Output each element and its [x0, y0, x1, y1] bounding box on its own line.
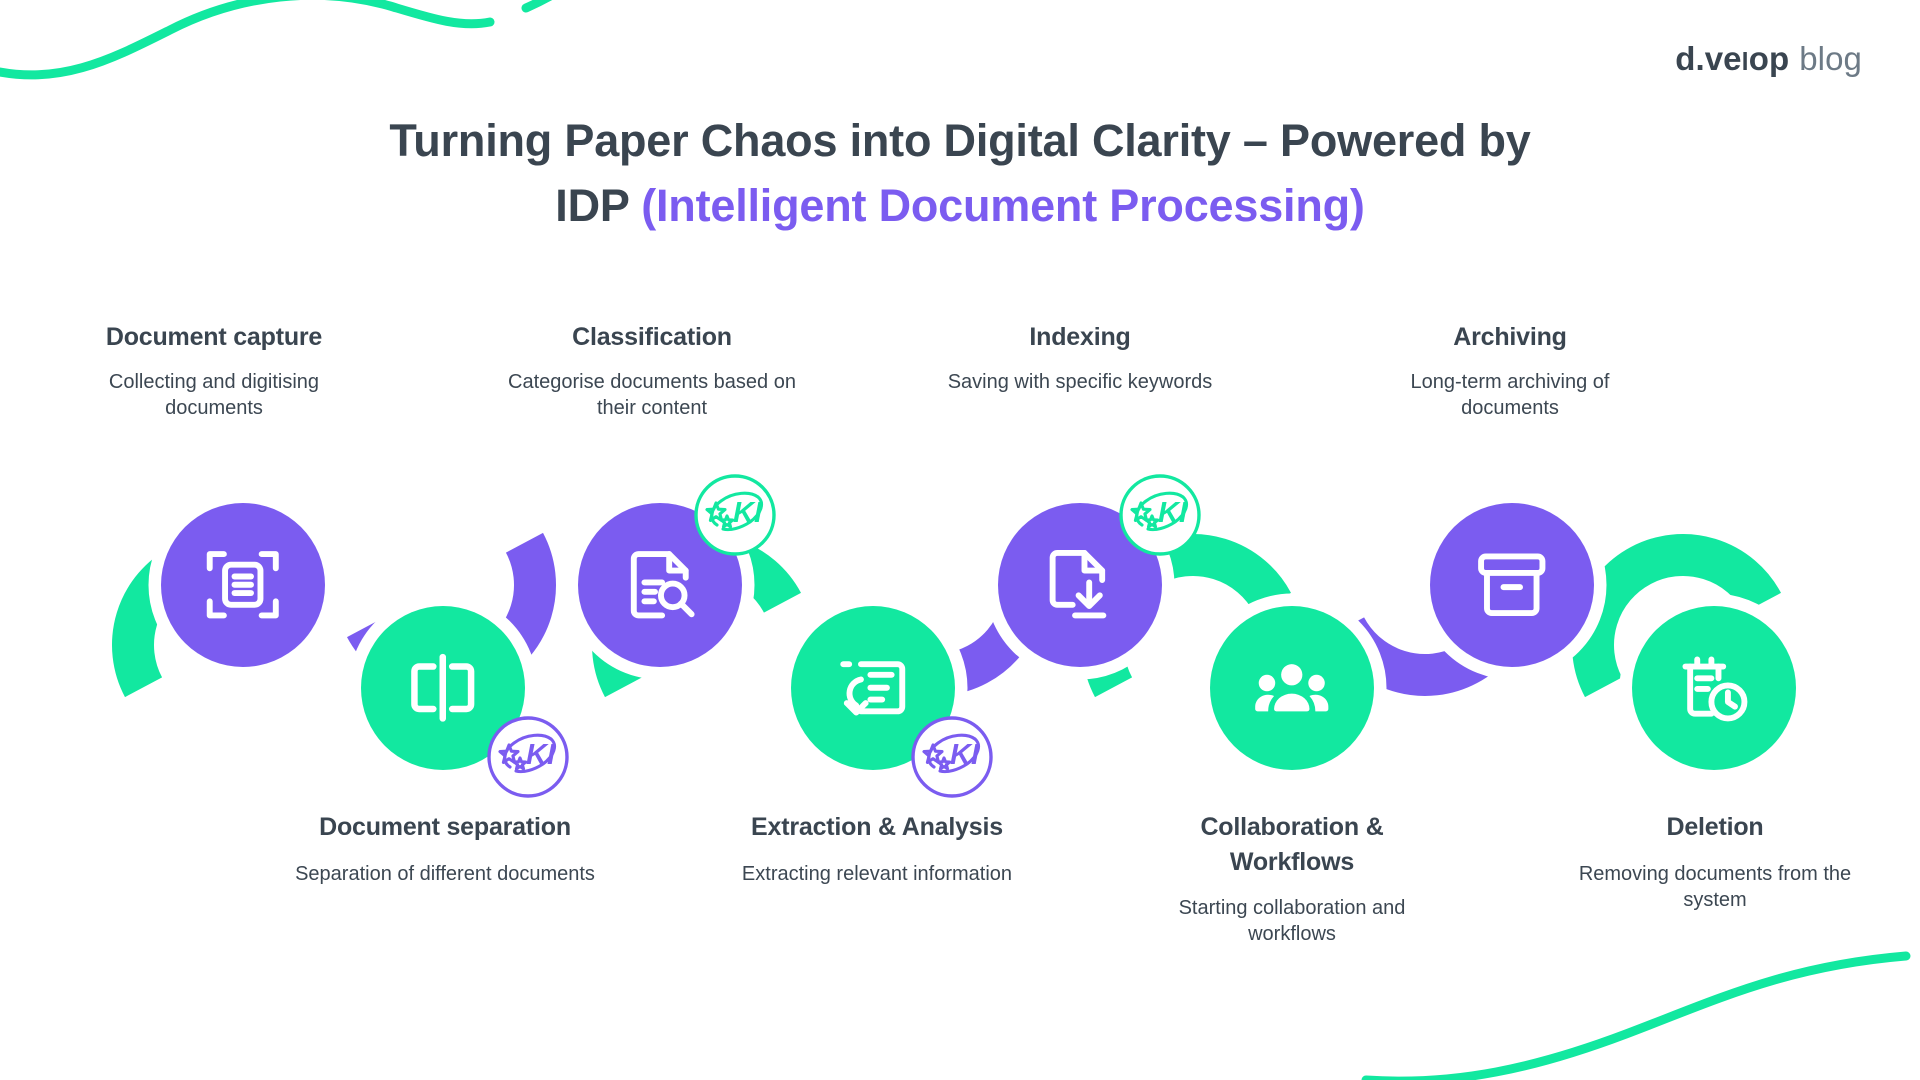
- step-circle-5[interactable]: [998, 503, 1162, 667]
- logo-brand-part1: d.ve: [1675, 40, 1742, 77]
- ki-badge-step-5: [1119, 474, 1201, 556]
- step-node-6[interactable]: [1210, 606, 1374, 770]
- step-text-collaboration-workflows: Collaboration & Workflows Starting colla…: [1142, 810, 1442, 948]
- logo-suffix: blog: [1799, 40, 1862, 77]
- step-node-7[interactable]: [1430, 503, 1594, 667]
- step-desc-8: Removing documents from the system: [1578, 862, 1852, 911]
- step-title-1: Document capture: [105, 323, 323, 351]
- step-title-3: Classification: [572, 323, 732, 351]
- logo-brand: d.veLop: [1675, 40, 1789, 78]
- step-node-5[interactable]: [998, 503, 1162, 667]
- step-desc-7: Long-term archiving of documents: [1410, 370, 1610, 419]
- step-title-7: Archiving: [1453, 323, 1567, 351]
- step-desc-2: Separation of different documents: [295, 862, 595, 885]
- ki-badge-step-3: [694, 474, 776, 556]
- page-title: Turning Paper Chaos into Digital Clarity…: [0, 108, 1920, 239]
- step-text-archiving: Archiving Long-term archiving of documen…: [1360, 320, 1660, 421]
- step-node-3[interactable]: [578, 503, 742, 667]
- step-text-extraction-analysis: Extraction & Analysis Extracting relevan…: [727, 810, 1027, 887]
- step-desc-6: Starting collaboration and workflows: [1178, 897, 1406, 946]
- step-node-4[interactable]: [791, 606, 955, 770]
- step-title-2: Document separation: [319, 813, 571, 841]
- logo-brand-part3: op: [1748, 40, 1790, 77]
- step-text-indexing: Indexing Saving with specific keywords: [930, 320, 1230, 395]
- step-desc-1: Collecting and digitising documents: [108, 370, 320, 419]
- circle-halos: [148, 490, 1809, 783]
- step-circle-8[interactable]: [1632, 606, 1796, 770]
- ki-badge-step-4: [911, 716, 993, 798]
- ki-badge-step-2: [487, 716, 569, 798]
- logo-brand-part2: L: [1741, 48, 1749, 76]
- page-title-line2-plain: IDP: [555, 180, 642, 232]
- step-text-document-capture: Document capture Collecting and digitisi…: [64, 320, 364, 421]
- step-text-document-separation: Document separation Separation of differ…: [295, 810, 595, 887]
- step-text-deletion: Deletion Removing documents from the sys…: [1565, 810, 1865, 913]
- step-desc-4: Extracting relevant information: [741, 862, 1013, 885]
- step-title-5: Indexing: [1029, 323, 1131, 351]
- step-title-8: Deletion: [1666, 813, 1764, 841]
- step-title-6: Collaboration & Workflows: [1200, 813, 1384, 876]
- step-node-1[interactable]: [161, 503, 325, 667]
- step-desc-3: Categorise documents based on their cont…: [508, 370, 796, 419]
- step-desc-5: Saving with specific keywords: [947, 370, 1213, 393]
- brand-logo: d.veLop blog: [1675, 40, 1862, 78]
- step-node-8[interactable]: [1632, 606, 1796, 770]
- step-title-4: Extraction & Analysis: [751, 813, 1003, 841]
- connector-arc-7: [1572, 534, 1781, 698]
- page-title-line1: Turning Paper Chaos into Digital Clarity…: [389, 115, 1531, 166]
- step-circle-6[interactable]: [1210, 606, 1374, 770]
- step-node-2[interactable]: [361, 606, 525, 770]
- page-title-line2-accent: (Intelligent Document Processing): [641, 180, 1365, 232]
- step-text-classification: Classification Categorise documents base…: [502, 320, 802, 421]
